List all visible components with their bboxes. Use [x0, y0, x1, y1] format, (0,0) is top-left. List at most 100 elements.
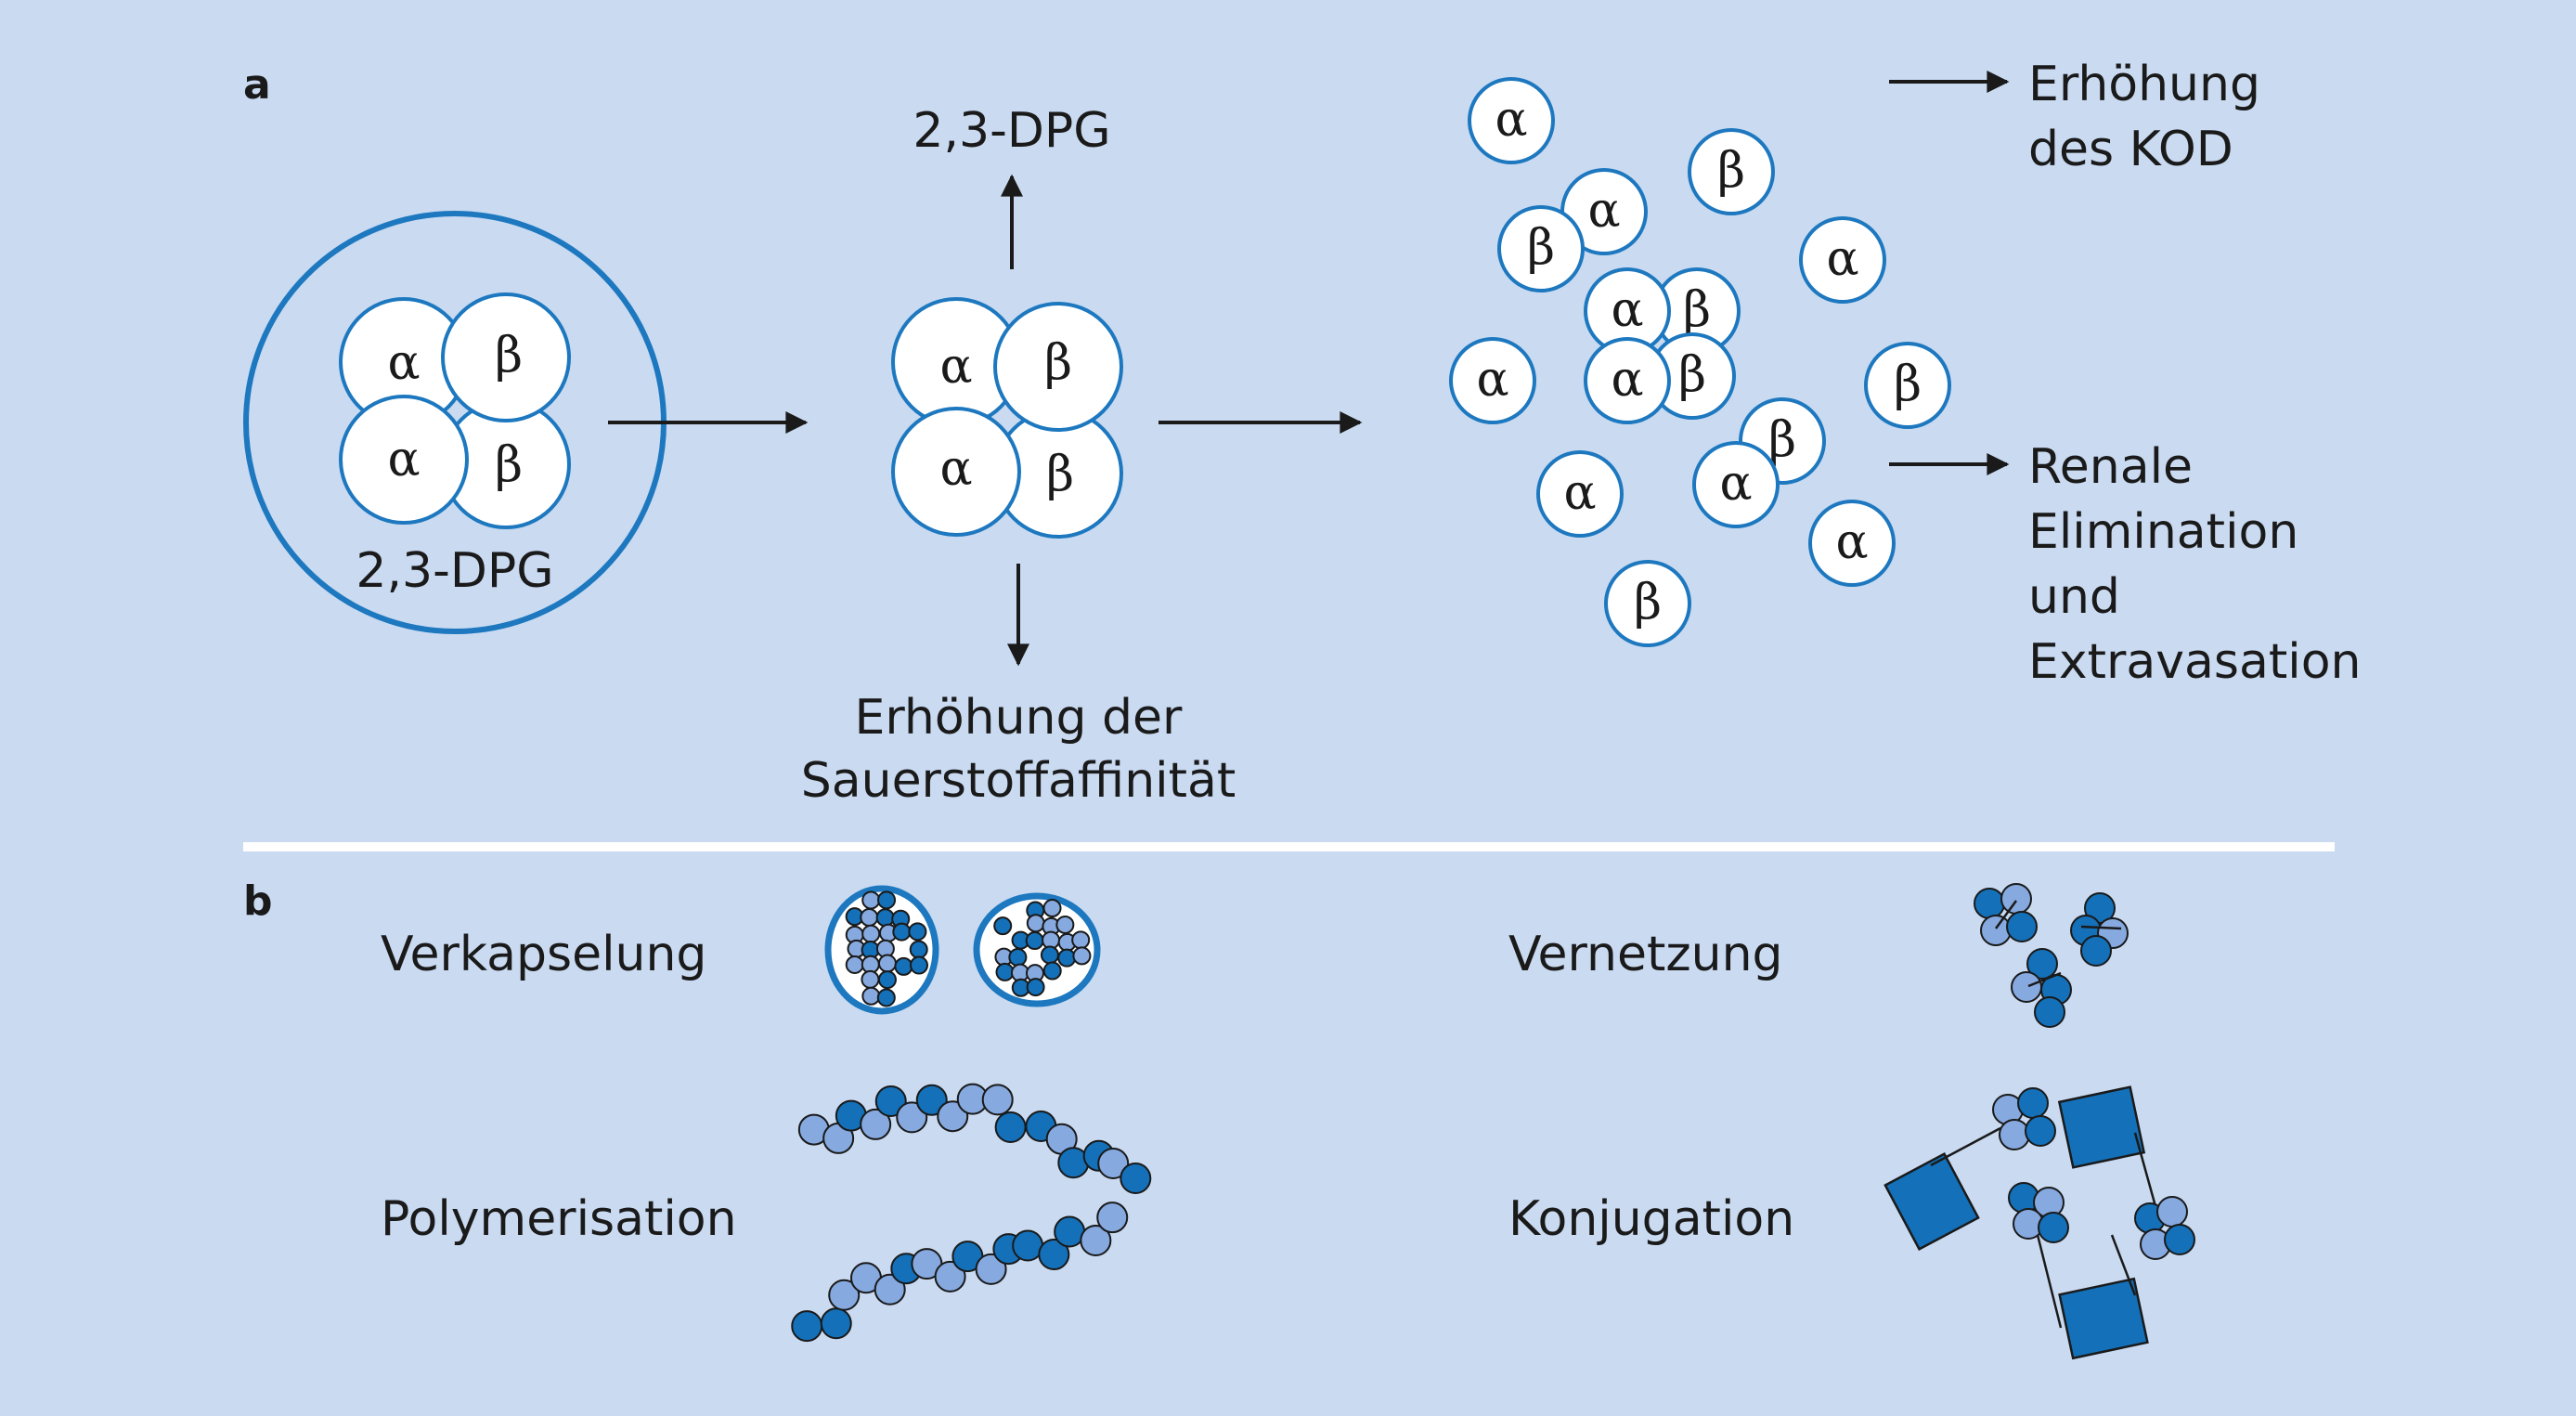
polymer-chain-1: [797, 1083, 1152, 1194]
hemoglobin-bead: [1026, 914, 1045, 933]
polymer-carrier: [2058, 1277, 2149, 1360]
subunit-beta: β: [1046, 447, 1074, 502]
hemoglobin-bead: [1054, 1215, 1086, 1248]
subunit-alpha: α: [1611, 352, 1643, 408]
hemoglobin-bead: [1042, 961, 1062, 981]
hemoglobin-bead: [1096, 1202, 1129, 1234]
hemoglobin-bead: [937, 1100, 969, 1133]
subunit-beta: β: [1894, 357, 1922, 412]
hemoglobin-bead: [791, 1310, 823, 1343]
subunit-beta: β: [495, 437, 523, 493]
subunit-beta: β: [1678, 347, 1706, 403]
crosslinked-hemoglobin: [1974, 883, 2129, 1028]
kod-label-line1: Erhöhung: [2028, 57, 2260, 112]
hemoglobin-bead: [909, 940, 928, 959]
hemoglobin-bead: [896, 1101, 928, 1134]
subunit-alpha: α: [939, 441, 972, 497]
hemoglobin-bead: [1012, 1229, 1044, 1262]
subunit-alpha: α: [1835, 514, 1868, 570]
hemoglobin-bead: [995, 962, 1015, 981]
encapsulation-capsule-1: [824, 885, 939, 1015]
polymer-chain-2: [791, 1202, 1129, 1343]
hemoglobin-bead: [861, 924, 881, 943]
dpg-inside-label: 2,3-DPG: [356, 543, 553, 599]
hemoglobin-bead: [820, 1307, 852, 1340]
hemoglobin-bead: [909, 955, 928, 975]
hemoglobin-bead: [892, 922, 912, 942]
subunit-beta: β: [1768, 412, 1796, 468]
polymerisation-label: Polymerisation: [381, 1191, 737, 1247]
subunit-beta: β: [1044, 335, 1072, 391]
subunit-alpha: α: [1587, 183, 1620, 239]
subunit-beta: β: [1683, 282, 1711, 338]
hemoglobin-bead: [1025, 931, 1044, 951]
hemoglobin-bead: [1008, 947, 1028, 967]
subunit-alpha: α: [939, 339, 972, 395]
hemoglobin-bead: [1080, 1225, 1112, 1257]
subunit-alpha: α: [1719, 456, 1752, 512]
hemoglobin-bead: [874, 1085, 907, 1118]
affinity-label-line2: Sauerstoffaffinität: [801, 753, 1236, 809]
subunit-alpha: α: [387, 432, 420, 487]
subunit-beta: β: [1717, 143, 1745, 199]
panel-label-b: b: [243, 877, 273, 925]
hemoglobin-bead: [1120, 1162, 1152, 1194]
renal-label-line4: Extravasation: [2028, 634, 2361, 690]
hemoglobin-bead: [915, 1084, 948, 1116]
dpg-released-label: 2,3-DPG: [913, 103, 1110, 159]
hemoglobin-bead: [1038, 1239, 1070, 1271]
hemoglobin-bead: [828, 1279, 861, 1311]
hemoglobin-bead: [874, 1273, 906, 1306]
hemoglobin-bead: [861, 890, 881, 910]
hemoglobin-bead: [934, 1260, 966, 1293]
polymer-carrier: [1883, 1151, 1980, 1252]
hemoglobin-bead: [1057, 948, 1077, 968]
subunit-beta: β: [1634, 575, 1662, 630]
panel-label-a: a: [243, 61, 271, 109]
polymer-carrier: [2057, 1085, 2146, 1169]
hemoglobin-bead: [1097, 1148, 1130, 1180]
conjugated-hemoglobin: [1883, 1085, 2195, 1360]
hemoglobin-tetramer-in-cell: α β α β: [339, 292, 571, 529]
free-hemoglobin-tetramer: α β α β: [891, 297, 1123, 539]
encapsulation-label: Verkapselung: [381, 927, 706, 982]
hemoglobin-bead: [845, 955, 864, 974]
hemoglobin-bead: [877, 890, 897, 910]
kod-label-line2: des KOD: [2028, 122, 2233, 177]
hemoglobin-bead: [975, 1253, 1007, 1285]
hemoglobin-bead: [875, 908, 895, 928]
hemoglobin-bead: [1071, 930, 1091, 950]
encapsulation-capsule-2: [973, 892, 1101, 1007]
subunit-beta: β: [1527, 220, 1555, 276]
hemoglobin-bead: [994, 1111, 1027, 1144]
hemoglobin-bead: [876, 988, 896, 1007]
subunit-alpha: α: [1476, 352, 1508, 408]
subunit-alpha: α: [1495, 92, 1527, 148]
hemoglobin-bead: [981, 1084, 1014, 1116]
renal-label-line1: Renale: [2028, 439, 2193, 495]
hemoglobin-bead: [860, 907, 879, 927]
hemoglobin-bead: [1055, 915, 1075, 934]
hemoglobin-bead: [861, 986, 881, 1006]
subunit-alpha: α: [1611, 282, 1643, 338]
hemoglobin-bead: [877, 970, 897, 990]
renal-label-line2: Elimination: [2028, 504, 2298, 560]
subunit-alpha: α: [1826, 231, 1858, 287]
hemoglobin-bead: [1042, 899, 1062, 918]
crosslinking-label: Vernetzung: [1508, 927, 1783, 982]
hemoglobin-bead: [1040, 945, 1059, 965]
conjugation-label: Konjugation: [1508, 1191, 1794, 1247]
dissociated-subunits: α α β β α β α β α α β β α α α β: [1449, 77, 1951, 647]
hemoglobin-bead: [908, 922, 927, 942]
subunit-beta: β: [495, 328, 523, 383]
hemoglobin-bead: [861, 969, 880, 989]
hemoglobin-bead: [1072, 946, 1092, 966]
hemoglobin-bead: [860, 1108, 892, 1140]
hemoglobin-bead: [877, 954, 897, 973]
hemoglobin-bead: [894, 956, 913, 976]
affinity-label-line1: Erhöhung der: [855, 690, 1184, 746]
renal-label-line3: und: [2028, 569, 2120, 625]
hemoglobin-bead: [993, 916, 1013, 936]
red-blood-cell: α β α β 2,3-DPG: [243, 211, 667, 634]
